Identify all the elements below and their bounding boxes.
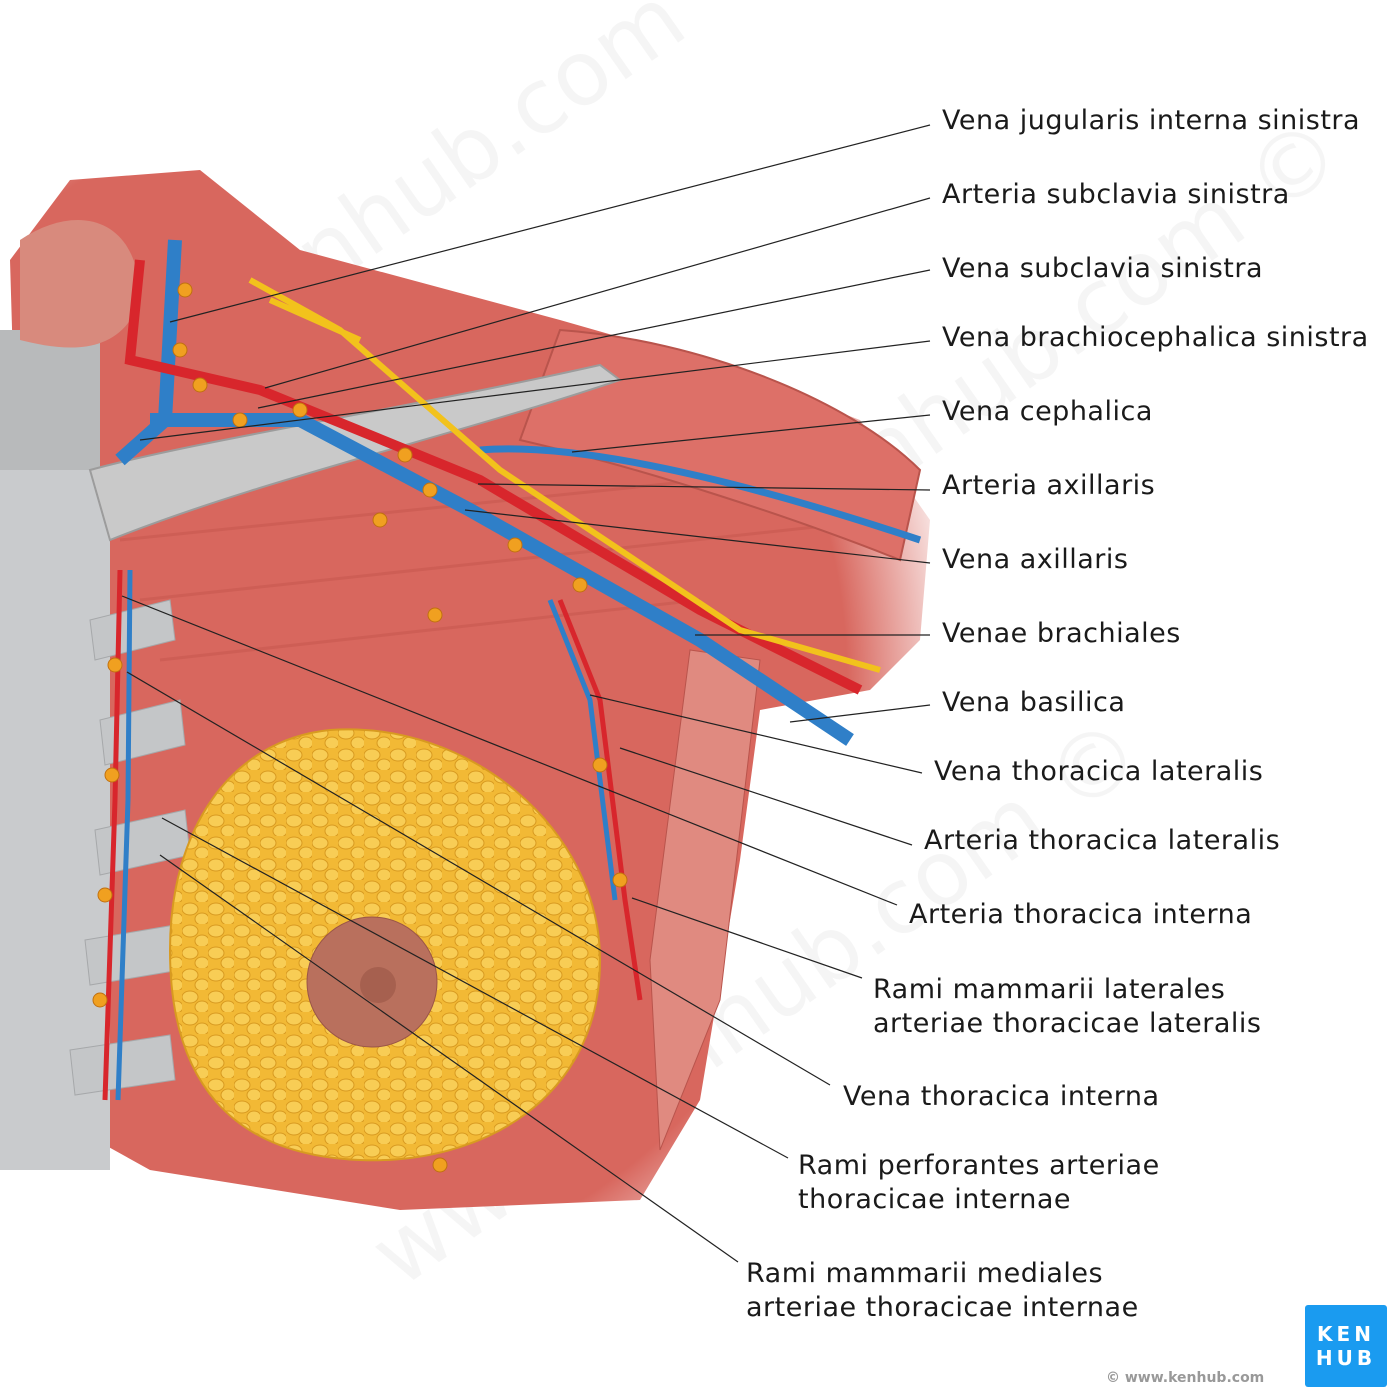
internal-thoracic-vessels <box>102 569 123 1101</box>
copyright-text: © www.kenhub.com <box>1106 1370 1265 1386</box>
label-line: Rami mammarii laterales <box>873 974 1226 1005</box>
label-rami-perforantes: Rami perforantes arteriae thoracicae int… <box>798 1149 1160 1217</box>
label-venae-brachiales: Venae brachiales <box>942 618 1181 649</box>
label-vena-thoracica-lateralis: Vena thoracica lateralis <box>934 756 1264 787</box>
label-arteria-subclavia: Arteria subclavia sinistra <box>942 179 1290 210</box>
lymph-nodes <box>92 282 628 1173</box>
label-line: arteriae thoracicae internae <box>746 1292 1139 1323</box>
label-line: Rami perforantes arteriae <box>798 1150 1160 1181</box>
label-vena-axillaris: Vena axillaris <box>942 544 1129 575</box>
label-arteria-thoracica-interna: Arteria thoracica interna <box>909 899 1253 930</box>
label-line: arteriae thoracicae lateralis <box>873 1008 1262 1039</box>
label-rami-mammarii-laterales: Rami mammarii laterales arteriae thoraci… <box>873 973 1261 1041</box>
label-arteria-axillaris: Arteria axillaris <box>942 470 1156 501</box>
leader-lines <box>121 124 931 1263</box>
label-vena-jugularis-interna: Vena jugularis interna sinistra <box>942 105 1361 136</box>
thyroid <box>20 220 140 348</box>
internal-thoracic-vein <box>115 569 133 1101</box>
cephalic-vein <box>479 445 922 544</box>
logo-line1: KEN <box>1317 1322 1375 1346</box>
label-arteria-thoracica-lateralis: Arteria thoracica lateralis <box>924 825 1281 856</box>
label-line: thoracicae internae <box>798 1184 1072 1215</box>
logo-line2: HUB <box>1315 1346 1377 1370</box>
nerves <box>248 277 881 673</box>
trachea <box>0 330 100 470</box>
lateral-thoracic-vein <box>547 599 618 901</box>
label-vena-subclavia: Vena subclavia sinistra <box>942 253 1264 284</box>
lateral-thoracic-vessels <box>557 599 643 1001</box>
ribs <box>69 599 191 1096</box>
nipple <box>360 967 396 1003</box>
label-vena-brachiocephalica: Vena brachiocephalica sinistra <box>942 322 1369 353</box>
label-line: Rami mammarii mediales <box>746 1258 1104 1289</box>
label-vena-cephalica: Vena cephalica <box>942 396 1153 427</box>
humerus-muscle <box>649 649 761 1151</box>
deltoid <box>518 328 922 562</box>
label-vena-basilica: Vena basilica <box>942 687 1126 718</box>
label-vena-thoracica-interna: Vena thoracica interna <box>843 1081 1160 1112</box>
kenhub-logo: KEN HUB <box>1305 1305 1387 1387</box>
label-rami-mammarii-mediales: Rami mammarii mediales arteriae thoracic… <box>746 1257 1139 1325</box>
